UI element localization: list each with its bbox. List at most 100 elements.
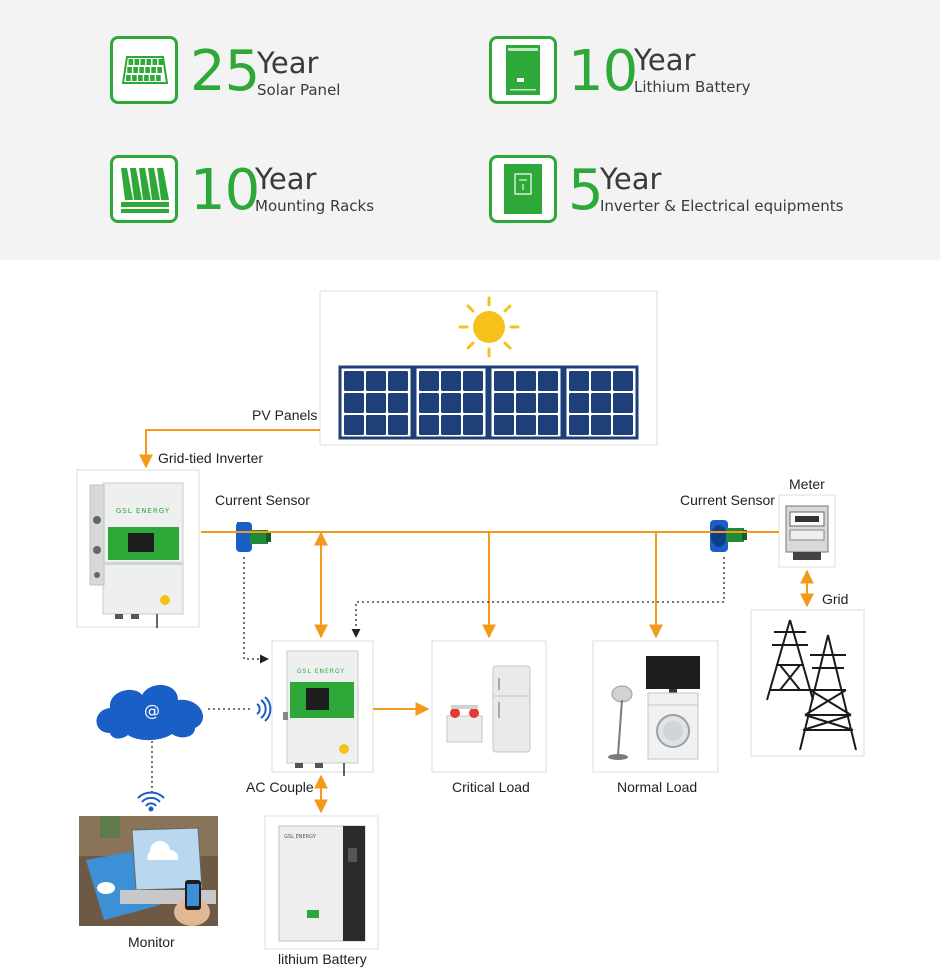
solar-icon-cell xyxy=(138,75,143,81)
current-sensor-right-label: Current Sensor xyxy=(680,492,775,508)
solar-cell xyxy=(441,415,461,435)
solar-cell xyxy=(538,393,558,413)
solar-icon-cell xyxy=(156,75,161,81)
solar-cell xyxy=(441,371,461,391)
solar-icon-cell xyxy=(150,75,155,81)
meter-icon xyxy=(785,505,829,560)
sun-icon xyxy=(458,296,520,358)
inverter-icon xyxy=(489,155,557,223)
solar-cell xyxy=(516,393,536,413)
floor-lamp-icon xyxy=(608,685,633,760)
solar-cell xyxy=(494,393,514,413)
solar-cell xyxy=(613,393,633,413)
solar-icon-cell xyxy=(152,59,158,65)
wifi-icon xyxy=(137,791,165,812)
solar-cell xyxy=(494,415,514,435)
washing-machine-icon xyxy=(647,692,699,760)
solar-icon-cell xyxy=(158,59,164,65)
warranty-number-battery: 10 xyxy=(568,39,638,104)
cloud-at-symbol: @ xyxy=(144,701,160,720)
warranty-unit-battery: Year xyxy=(634,43,696,77)
solar-cell xyxy=(441,393,461,413)
grid-label: Grid xyxy=(822,591,849,607)
solar-cell xyxy=(366,415,386,435)
monitor-label: Monitor xyxy=(128,934,175,950)
solar-cell xyxy=(613,415,633,435)
solar-cell xyxy=(463,415,483,435)
meter-label: Meter xyxy=(789,476,825,492)
solar-cell xyxy=(591,415,611,435)
warranty-unit-racks: Year xyxy=(255,162,317,196)
solar-cell xyxy=(419,371,439,391)
solar-cell xyxy=(494,371,514,391)
transmission-tower-icon xyxy=(766,619,857,751)
solar-icon-cell xyxy=(157,67,162,73)
grid-tied-inverter-device xyxy=(89,482,184,628)
current-sensor-left-icon xyxy=(236,522,271,552)
current-sensor-left-label: Current Sensor xyxy=(215,492,310,508)
warranty-desc-solar: Solar Panel xyxy=(257,81,341,99)
solar-icon-cell xyxy=(132,75,137,81)
warranty-section: 25 Year Solar Panel 10 Year Lithium Batt… xyxy=(0,0,940,260)
solar-cell xyxy=(463,393,483,413)
solar-cell xyxy=(463,371,483,391)
solar-cell xyxy=(419,415,439,435)
ac-couple-brand: GSL ENERGY xyxy=(297,668,345,675)
solar-cell xyxy=(613,371,633,391)
solar-panels xyxy=(338,365,639,440)
solar-cell xyxy=(538,371,558,391)
solar-cell xyxy=(419,393,439,413)
tv-icon xyxy=(646,656,700,693)
warranty-desc-racks: Mounting Racks xyxy=(255,197,375,215)
critical-load-label: Critical Load xyxy=(452,779,530,795)
solar-cell xyxy=(538,415,558,435)
solar-icon-cell xyxy=(140,59,146,65)
mounting-racks-icon xyxy=(110,155,178,223)
current-sensor-right-icon xyxy=(710,520,747,552)
solar-cell xyxy=(344,415,364,435)
pv-panels-label: PV Panels xyxy=(252,407,318,423)
solar-cell xyxy=(388,371,408,391)
warranty-number-solar: 25 xyxy=(190,39,260,104)
warranty-unit-inverter: Year xyxy=(600,162,662,196)
solar-cell xyxy=(569,393,589,413)
solar-icon-cell xyxy=(133,67,138,73)
solar-icon-cell xyxy=(134,59,140,65)
solar-icon-cell xyxy=(139,67,144,73)
warranty-desc-inverter: Inverter & Electrical equipments xyxy=(600,197,844,215)
solar-cell xyxy=(388,415,408,435)
solar-panel-icon xyxy=(110,36,178,104)
solar-icon-cell xyxy=(128,59,134,65)
sensor-left-to-ac-couple-line xyxy=(243,557,269,664)
solar-cell xyxy=(388,393,408,413)
warranty-unit-solar: Year xyxy=(257,46,319,80)
system-diagram: GSL ENERGY GSL ENERGY xyxy=(76,290,865,950)
solar-cell xyxy=(591,371,611,391)
solar-cell xyxy=(344,393,364,413)
monitor-image xyxy=(79,816,218,926)
lithium-battery-device xyxy=(278,825,366,942)
normal-load-label: Normal Load xyxy=(617,779,698,795)
warranty-desc-battery: Lithium Battery xyxy=(634,78,751,96)
lithium-battery-label: lithium Battery xyxy=(278,951,367,967)
ac-couple-label: AC Couple xyxy=(246,779,314,795)
solar-icon-cell xyxy=(127,67,132,73)
solar-icon-cell xyxy=(146,59,152,65)
cloud-icon xyxy=(96,684,204,741)
solar-icon-cell xyxy=(151,67,156,73)
ac-couple-device xyxy=(283,650,359,776)
solar-cell xyxy=(344,371,364,391)
solar-cell xyxy=(516,371,536,391)
battery-brand: GSL ENERGY xyxy=(284,834,317,840)
solar-cell xyxy=(591,393,611,413)
inverter-brand: GSL ENERGY xyxy=(116,507,170,515)
solar-icon-cell xyxy=(144,75,149,81)
warranty-number-inverter: 5 xyxy=(568,158,604,223)
solar-icon-cell xyxy=(126,75,131,81)
solar-cell xyxy=(366,371,386,391)
pv-to-inverter-line xyxy=(139,429,320,469)
warranty-number-racks: 10 xyxy=(190,158,260,223)
solar-icon-cell xyxy=(145,67,150,73)
emergency-light-icon xyxy=(446,705,483,743)
solar-cell xyxy=(569,371,589,391)
